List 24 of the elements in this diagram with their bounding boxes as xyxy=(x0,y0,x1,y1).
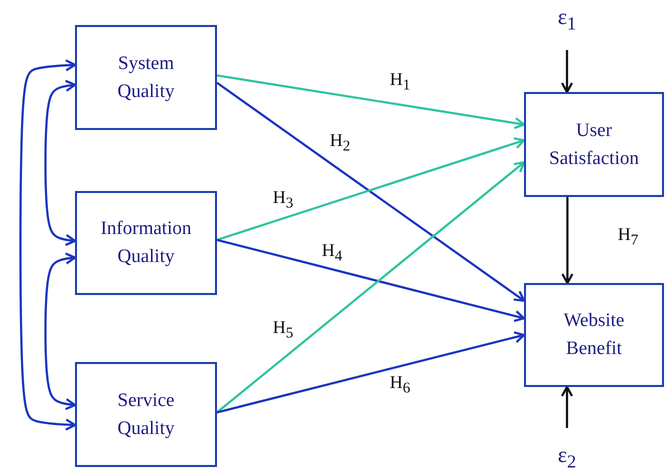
curved-double-arrow xyxy=(44,80,76,246)
arrow xyxy=(216,238,526,322)
arrow xyxy=(216,331,526,414)
construct-label: Service Quality xyxy=(116,388,176,440)
arrow xyxy=(560,50,574,94)
construct-label: Information Quality xyxy=(100,217,192,269)
construct-label: User Satisfaction xyxy=(548,118,640,170)
curved-double-arrow xyxy=(44,252,76,410)
arrow xyxy=(216,137,526,241)
construct-box xyxy=(75,25,217,130)
construct-box xyxy=(75,191,217,295)
arrow xyxy=(561,197,574,284)
construct-label: System Quality xyxy=(116,52,176,104)
arrow xyxy=(560,386,574,428)
error-term-label: ε$_{2}$ xyxy=(558,441,576,474)
construct-box xyxy=(524,283,664,387)
arrow xyxy=(216,74,526,130)
arrow xyxy=(216,161,526,414)
construct-box xyxy=(75,362,217,467)
arrow xyxy=(216,82,526,302)
error-term-label: ε$_{1}$ xyxy=(558,3,576,36)
construct-label: Website Benefit xyxy=(562,309,626,361)
construct-box xyxy=(524,92,664,197)
curved-double-arrow xyxy=(19,59,76,431)
